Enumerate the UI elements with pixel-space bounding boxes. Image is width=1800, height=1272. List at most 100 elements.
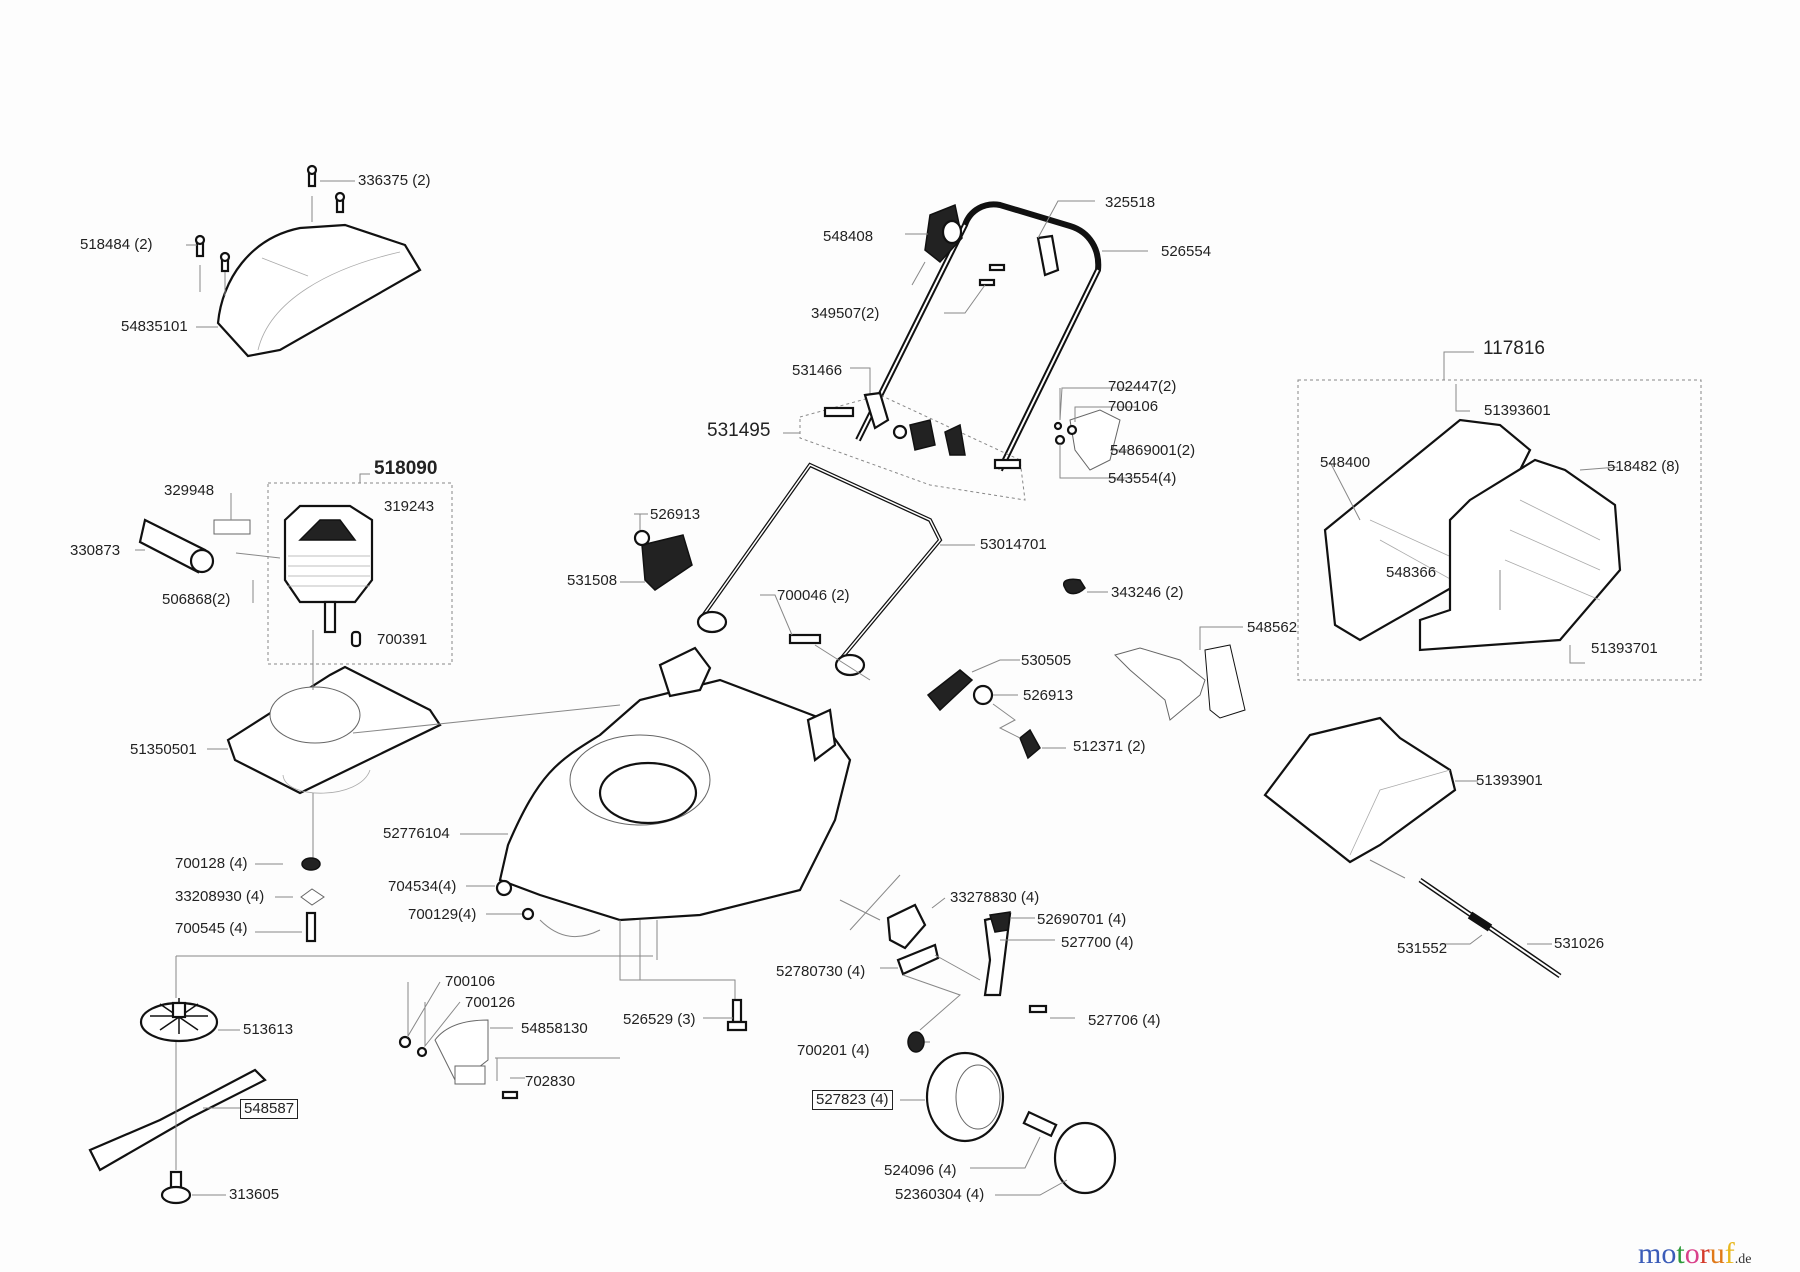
watermark-letter: o	[1684, 1237, 1700, 1270]
part-label-343246[interactable]: 343246 (2)	[1111, 584, 1184, 601]
watermark-letter: m	[1638, 1237, 1662, 1270]
part-label-325518[interactable]: 325518	[1105, 194, 1156, 211]
nut-icon	[495, 879, 513, 897]
part-label-702830[interactable]: 702830	[525, 1073, 576, 1090]
part-label-33278830[interactable]: 33278830 (4)	[950, 889, 1040, 906]
part-label-700545[interactable]: 700545 (4)	[175, 920, 248, 937]
mulch-plug-icon	[434, 1019, 489, 1085]
part-label-526554[interactable]: 526554	[1161, 243, 1212, 260]
part-label-512371[interactable]: 512371 (2)	[1073, 738, 1146, 755]
part-label-700106[interactable]: 700106	[1108, 398, 1159, 415]
part-label-513613[interactable]: 513613	[243, 1021, 294, 1038]
part-label-527700[interactable]: 527700 (4)	[1061, 934, 1134, 951]
part-label-530505[interactable]: 530505	[1021, 652, 1072, 669]
part-label-518482[interactable]: 518482 (8)	[1607, 458, 1680, 475]
discharge-flap-icon	[1114, 644, 1246, 721]
height-plate-icon	[886, 903, 927, 950]
part-label-52776104[interactable]: 52776104	[383, 825, 450, 842]
part-label-700201[interactable]: 700201 (4)	[797, 1042, 870, 1059]
blade-adapter-icon	[139, 998, 219, 1043]
part-label-330873[interactable]: 330873	[70, 542, 121, 559]
part-label-54835101[interactable]: 54835101	[121, 318, 188, 335]
part-label-329948[interactable]: 329948	[164, 482, 215, 499]
screw-icon	[334, 191, 346, 214]
spring-rod-icon	[1418, 877, 1562, 979]
part-label-526913-b[interactable]: 526913	[1023, 687, 1074, 704]
key-icon	[350, 630, 362, 648]
part-label-51350501[interactable]: 51350501	[130, 741, 197, 758]
part-label-52780730[interactable]: 52780730 (4)	[776, 963, 866, 980]
part-label-700126[interactable]: 700126	[465, 994, 516, 1011]
nut-icon	[1066, 424, 1078, 436]
nut-icon	[398, 1035, 412, 1049]
hub-cap-icon	[1053, 1121, 1117, 1195]
height-adjuster-icon	[641, 534, 693, 591]
motor-icon	[283, 504, 374, 634]
blade-icon	[88, 1068, 267, 1172]
part-label-548408[interactable]: 548408	[823, 228, 874, 245]
part-label-700046[interactable]: 700046 (2)	[777, 587, 850, 604]
part-label-52360304[interactable]: 52360304 (4)	[895, 1186, 985, 1203]
part-label-51393601[interactable]: 51393601	[1484, 402, 1551, 419]
part-label-704534[interactable]: 704534(4)	[388, 878, 457, 895]
assembly-label-clamp-set[interactable]: 531495	[707, 420, 771, 441]
part-label-527823[interactable]: 527823 (4)	[812, 1090, 893, 1110]
link-icon	[896, 943, 940, 976]
part-label-548562[interactable]: 548562	[1247, 619, 1298, 636]
watermark-letter: u	[1709, 1237, 1725, 1270]
screw-icon	[1054, 434, 1066, 446]
wheel-icon	[925, 1051, 1005, 1143]
part-label-54858130[interactable]: 54858130	[521, 1020, 588, 1037]
part-label-548400[interactable]: 548400	[1320, 454, 1371, 471]
knob-icon	[1019, 728, 1041, 760]
assembly-label-grass-catcher[interactable]: 117816	[1483, 338, 1545, 359]
part-label-543554[interactable]: 543554(4)	[1108, 470, 1177, 487]
part-label-526913-a[interactable]: 526913	[650, 506, 701, 523]
bolt-icon	[993, 458, 1022, 470]
catcher-bag-icon	[1418, 458, 1622, 652]
part-label-527706[interactable]: 527706 (4)	[1088, 1012, 1161, 1029]
part-label-313605[interactable]: 313605	[229, 1186, 280, 1203]
part-label-51393701[interactable]: 51393701	[1591, 640, 1658, 657]
part-label-531508[interactable]: 531508	[567, 572, 618, 589]
screw-icon	[988, 263, 1006, 272]
part-label-531026[interactable]: 531026	[1554, 935, 1605, 952]
part-label-54869001[interactable]: 54869001(2)	[1110, 442, 1196, 459]
bolt-icon	[823, 406, 855, 418]
part-label-548366[interactable]: 548366	[1386, 564, 1437, 581]
clamp-icon	[944, 423, 966, 456]
part-label-700106-mulch[interactable]: 700106	[445, 973, 496, 990]
knob-icon	[909, 419, 936, 451]
part-label-349507[interactable]: 349507(2)	[811, 305, 880, 322]
part-label-336375[interactable]: 336375 (2)	[358, 172, 431, 189]
rear-flap-icon	[1263, 716, 1457, 864]
part-label-531552[interactable]: 531552	[1397, 940, 1448, 957]
part-label-53014701[interactable]: 53014701	[980, 536, 1047, 553]
nut-icon	[907, 1031, 925, 1053]
part-label-33208930[interactable]: 33208930 (4)	[175, 888, 265, 905]
part-label-52690701[interactable]: 52690701 (4)	[1037, 911, 1127, 928]
part-label-319243[interactable]: 319243	[384, 498, 435, 515]
part-label-531466[interactable]: 531466	[792, 362, 843, 379]
part-label-524096[interactable]: 524096 (4)	[884, 1162, 957, 1179]
clamp-set-outline	[799, 394, 1026, 501]
part-label-51393901[interactable]: 51393901	[1476, 772, 1543, 789]
assembly-label-motor[interactable]: 518090	[374, 458, 438, 479]
part-label-700391[interactable]: 700391	[377, 631, 428, 648]
part-label-702447[interactable]: 702447(2)	[1108, 378, 1177, 395]
pin-icon	[1028, 1004, 1048, 1014]
motoruf-watermark: motoruf.de	[1638, 1237, 1751, 1271]
part-label-700128[interactable]: 700128 (4)	[175, 855, 248, 872]
part-label-700129[interactable]: 700129(4)	[408, 906, 477, 923]
bushing-icon	[972, 684, 994, 706]
screw-icon	[978, 278, 996, 287]
bushing-icon	[633, 529, 651, 547]
part-label-548587[interactable]: 548587	[240, 1099, 299, 1119]
part-label-518484[interactable]: 518484 (2)	[80, 236, 153, 253]
part-label-526529[interactable]: 526529 (3)	[623, 1011, 696, 1028]
lock-washer-icon	[301, 857, 321, 871]
part-label-506868[interactable]: 506868(2)	[162, 591, 231, 608]
clamp-lever-icon	[863, 391, 890, 430]
capacitor-icon	[138, 518, 215, 574]
